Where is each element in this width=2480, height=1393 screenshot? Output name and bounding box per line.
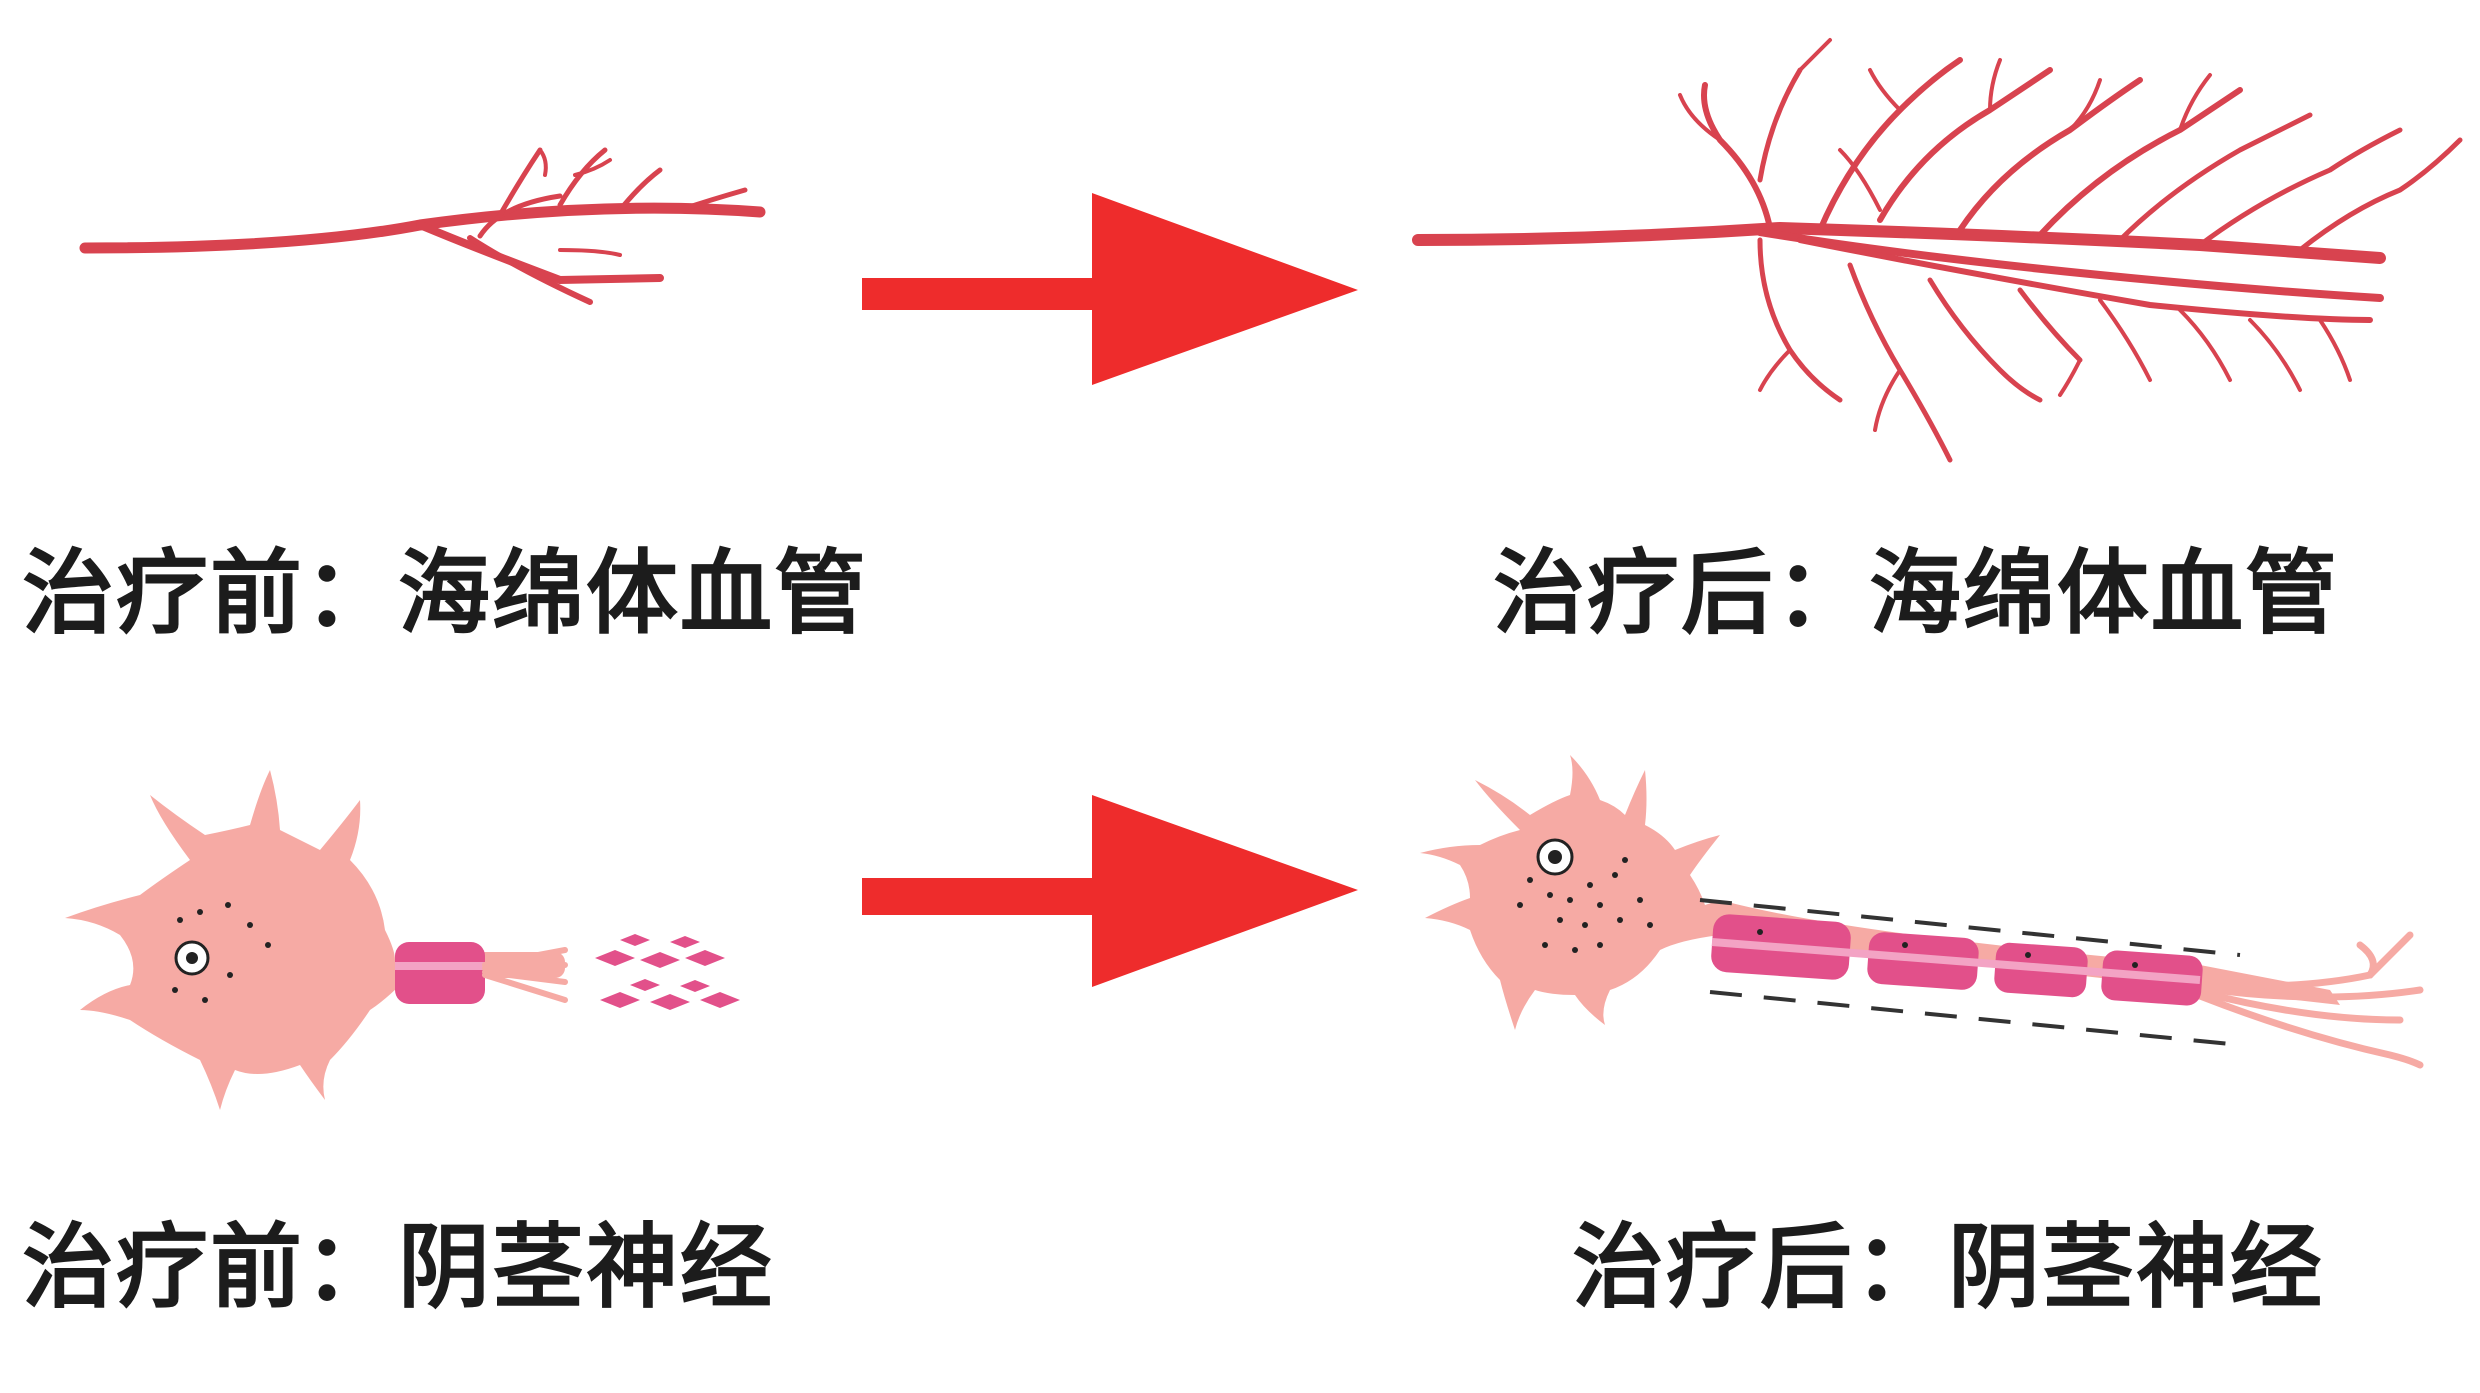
myelin-segment [395, 942, 485, 1004]
neuron-after-icon [1420, 755, 2424, 1069]
myelin-sheath [1711, 914, 2203, 1006]
dashed-sheath [1699, 898, 2241, 1047]
vessel-before-icon [79, 147, 766, 305]
neuron-before-icon [65, 770, 740, 1110]
caption-vessel-before: 治疗前：海绵体血管 [22, 540, 869, 647]
caption-nerve-before: 治疗前：阴茎神经 [22, 1214, 775, 1321]
caption-nerve-after: 治疗后：阴茎神经 [1572, 1214, 2325, 1321]
arrow-right-icon [862, 193, 1358, 385]
neuron-body [65, 770, 400, 1110]
caption-vessel-after: 治疗后：海绵体血管 [1493, 540, 2340, 647]
neuron-body [1420, 755, 1720, 1030]
degenerated-fragments [595, 934, 740, 1010]
arrow-right-icon [862, 795, 1358, 987]
vessel-after-icon [1412, 38, 2463, 463]
